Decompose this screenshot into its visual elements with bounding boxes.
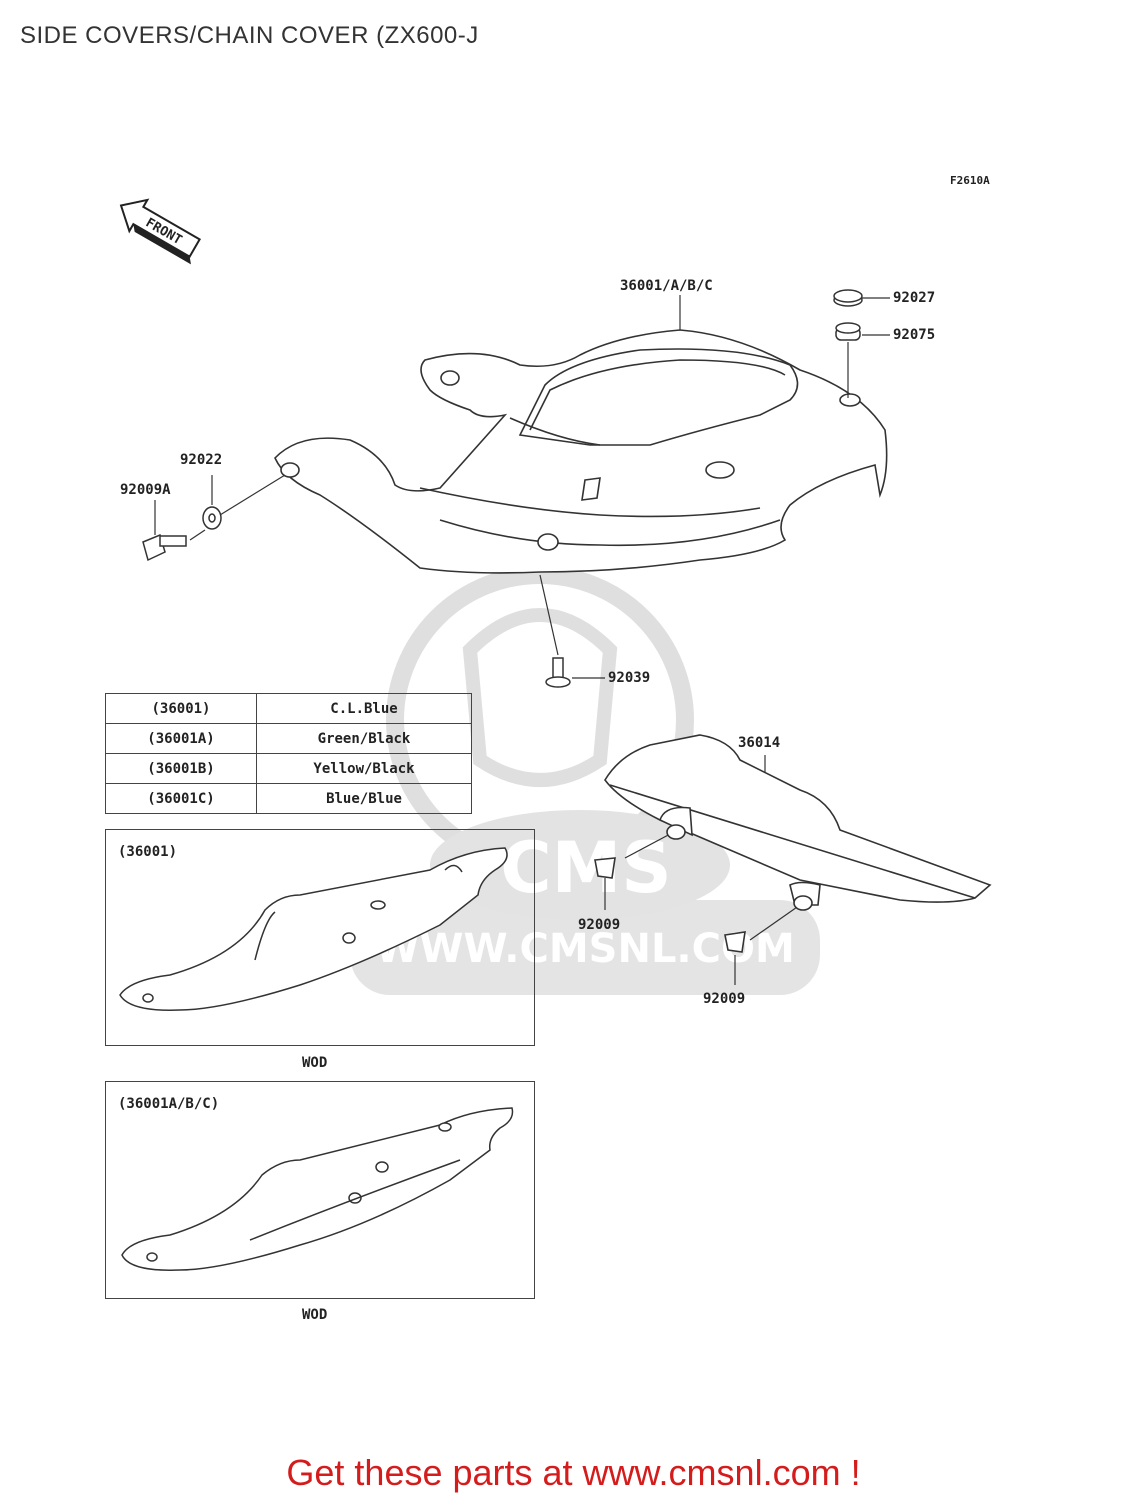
callout-92039: 92039	[608, 670, 651, 686]
callout-92009-2: 92009	[703, 991, 746, 1007]
table-cell-part: (36001)	[105, 693, 257, 724]
chain-cover-drawing	[594, 734, 992, 953]
table-cell-color: Green/Black	[256, 723, 472, 754]
callout-36014: 36014	[738, 735, 781, 751]
callout-92027: 92027	[893, 290, 936, 306]
callout-92075: 92075	[893, 327, 936, 343]
table-cell-color: Yellow/Black	[256, 753, 472, 784]
seat-cover-drawing	[274, 329, 888, 574]
watermark-brand: CMS	[500, 827, 671, 909]
table-row: (36001C) Blue/Blue	[105, 783, 472, 814]
table-cell-color: C.L.Blue	[256, 693, 472, 724]
watermark-url: WWW.CMSNL.COM	[375, 926, 795, 972]
table-row: (36001B) Yellow/Black	[105, 753, 472, 784]
table-cell-color: Blue/Blue	[256, 783, 472, 814]
table-row: (36001A) Green/Black	[105, 723, 472, 754]
fastener-92022	[202, 506, 222, 530]
fastener-92027	[833, 289, 863, 307]
front-arrow-icon: FRONT	[119, 198, 202, 265]
detail-box-36001	[105, 829, 535, 1046]
detail-box-label: (36001)	[118, 844, 178, 860]
rivet-92039	[545, 657, 571, 688]
bolt-92009a	[142, 533, 187, 562]
callout-92009-1: 92009	[578, 917, 621, 933]
table-cell-part: (36001A)	[105, 723, 257, 754]
side-cover-detail-1	[119, 847, 508, 1011]
fastener-92075	[835, 322, 861, 341]
footer-link[interactable]: Get these parts at www.cmsnl.com !	[286, 1452, 861, 1493]
table-cell-part: (36001C)	[105, 783, 257, 814]
watermark-logo: CMS WWW.CMSNL.COM	[350, 566, 820, 995]
page-title: SIDE COVERS/CHAIN COVER (ZX600-J	[20, 22, 479, 49]
detail-box-caption: WOD	[302, 1055, 328, 1071]
table-cell-part: (36001B)	[105, 753, 257, 784]
detail-box-caption: WOD	[302, 1307, 328, 1323]
callout-36001: 36001/A/B/C	[620, 278, 713, 294]
detail-box-36001abc	[105, 1081, 535, 1299]
callout-92009a: 92009A	[120, 482, 171, 498]
table-row: (36001) C.L.Blue	[105, 693, 472, 724]
detail-box-label: (36001A/B/C)	[118, 1096, 220, 1112]
leader-lines	[154, 295, 890, 985]
side-cover-detail-2	[121, 1107, 514, 1271]
color-table: (36001) C.L.Blue (36001A) Green/Black (3…	[105, 693, 472, 814]
figure-code: F2610A	[950, 174, 990, 187]
callout-92022: 92022	[180, 452, 223, 468]
